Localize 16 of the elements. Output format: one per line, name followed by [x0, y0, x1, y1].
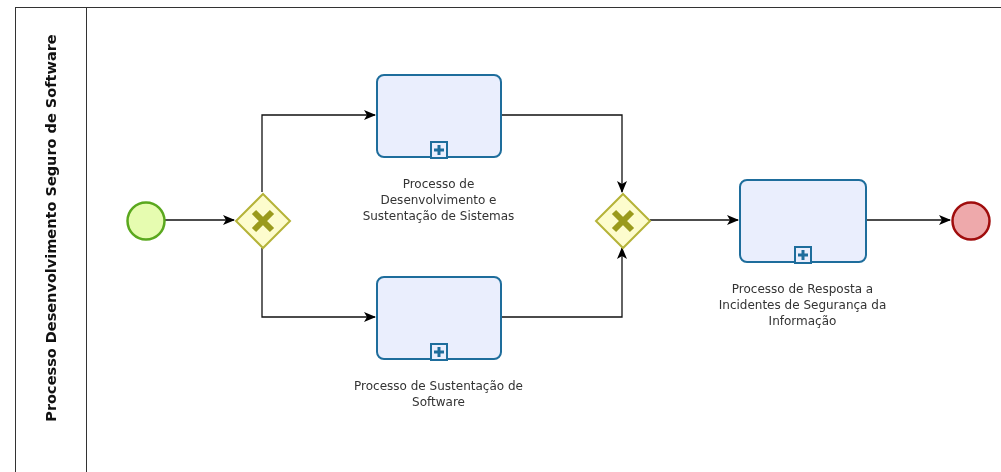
sequence-flow-arrow — [500, 247, 627, 318]
end-event-circle — [951, 201, 991, 241]
sequence-flow-arrow — [261, 110, 376, 193]
pool-box — [15, 7, 1001, 472]
task-label: Processo de Resposta a Incidentes de Segurança da Informação — [717, 281, 888, 329]
sequence-flow-arrow — [865, 215, 951, 225]
exclusive-gateway-diamond — [595, 193, 651, 249]
task-label: Processo de Sustentação de Software — [353, 378, 524, 410]
exclusive-gateway-diamond — [235, 193, 291, 249]
sequence-flow-arrow — [500, 114, 627, 193]
start-event-circle — [126, 201, 166, 241]
sequence-flow-arrow — [649, 215, 739, 225]
pool-label: Processo Desenvolvimento Seguro de Software — [43, 34, 59, 422]
task-label: Processo de Desenvolvimento e Sustentação de Sistemas — [361, 176, 516, 224]
sequence-flow-arrow — [261, 247, 376, 322]
sequence-flow-arrow — [164, 215, 235, 225]
